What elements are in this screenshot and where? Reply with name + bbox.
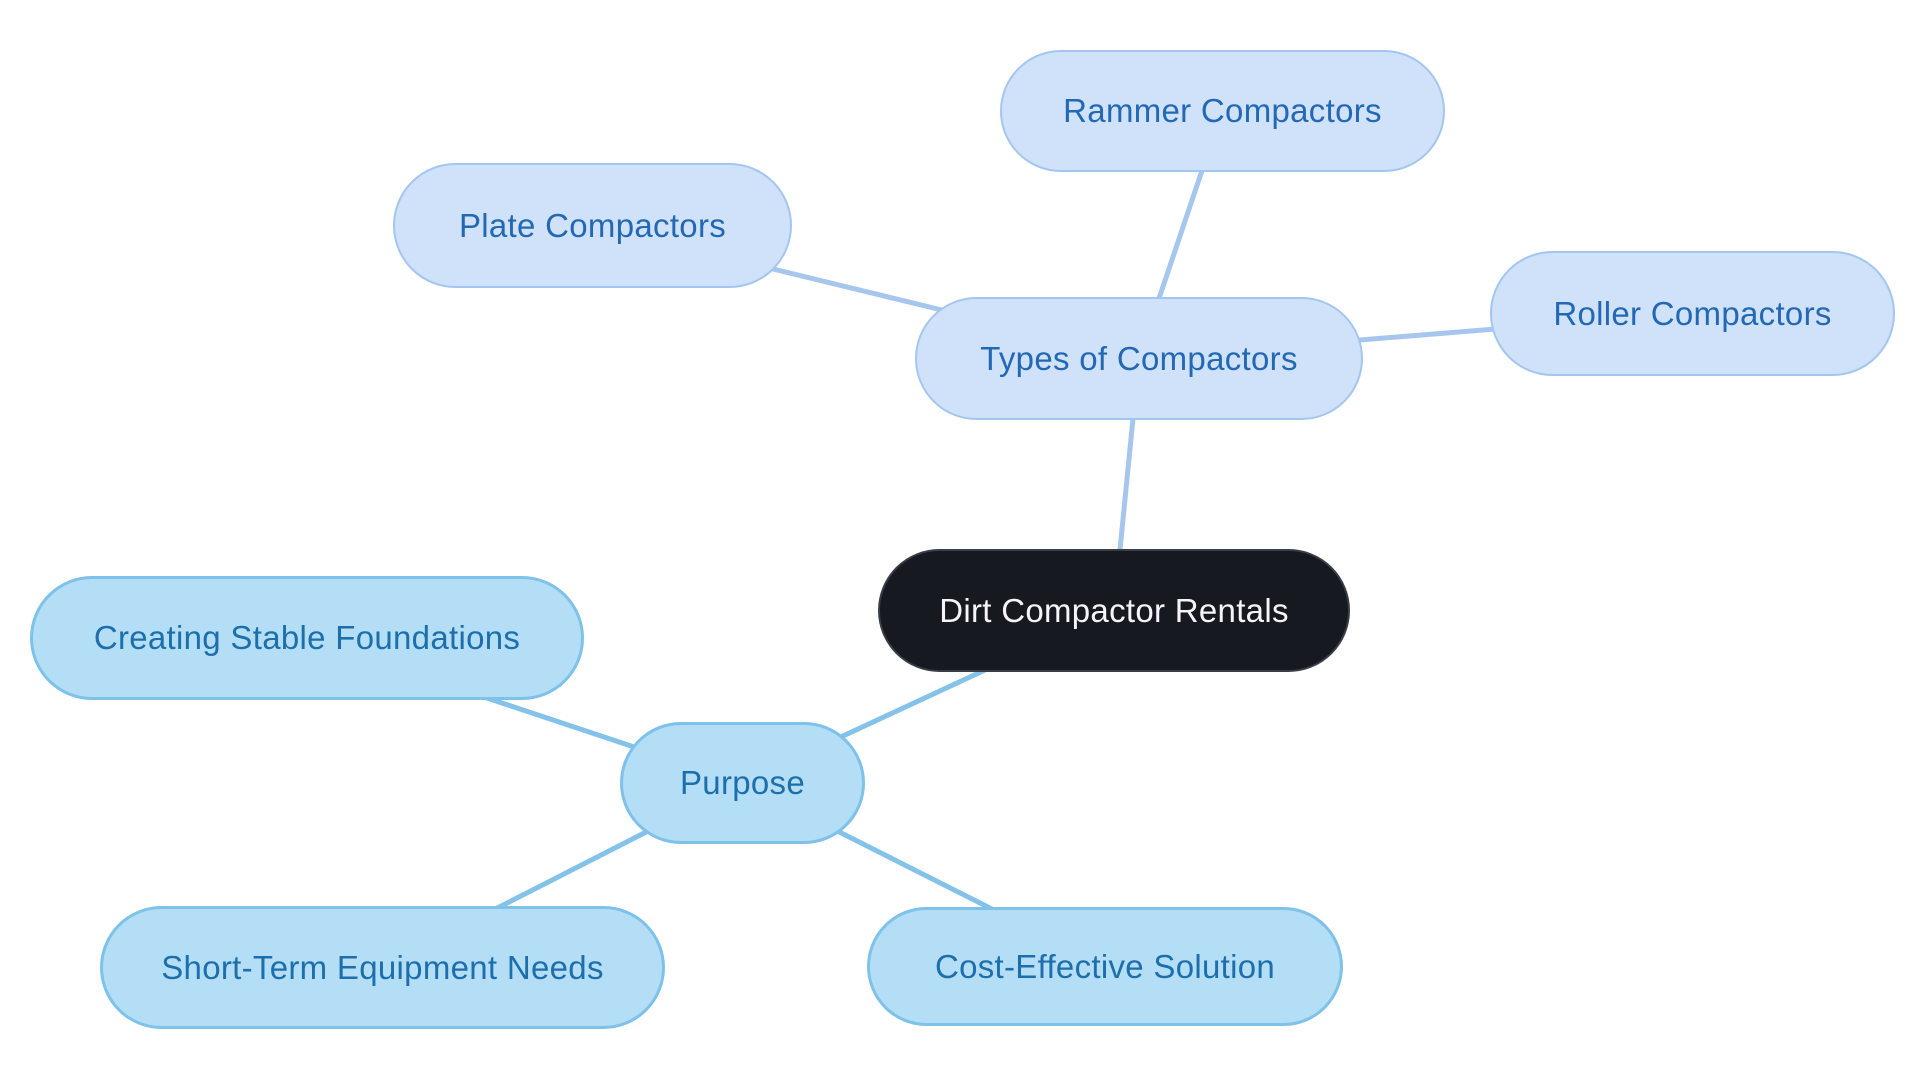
node-dirt-compactor-rentals[interactable]: Dirt Compactor Rentals [878, 549, 1350, 672]
node-label: Short-Term Equipment Needs [161, 948, 604, 986]
node-cost-effective-solution[interactable]: Cost-Effective Solution [867, 907, 1343, 1026]
node-purpose[interactable]: Purpose [620, 722, 865, 844]
node-label: Purpose [679, 764, 805, 801]
node-creating-stable-foundations[interactable]: Creating Stable Foundations [30, 576, 584, 700]
node-label: Roller Compactors [1553, 294, 1832, 332]
node-plate-compactors[interactable]: Plate Compactors [393, 163, 792, 288]
node-label: Cost-Effective Solution [934, 947, 1276, 985]
node-label: Rammer Compactors [1063, 92, 1382, 129]
node-label: Types of Compactors [980, 339, 1298, 377]
node-types-of-compactors[interactable]: Types of Compactors [915, 297, 1363, 420]
node-label: Dirt Compactor Rentals [939, 591, 1289, 629]
node-label: Plate Compactors [458, 206, 727, 244]
node-short-term-equipment-needs[interactable]: Short-Term Equipment Needs [100, 906, 665, 1029]
node-roller-compactors[interactable]: Roller Compactors [1490, 251, 1895, 376]
node-rammer-compactors[interactable]: Rammer Compactors [1000, 50, 1445, 172]
node-label: Creating Stable Foundations [93, 619, 521, 656]
